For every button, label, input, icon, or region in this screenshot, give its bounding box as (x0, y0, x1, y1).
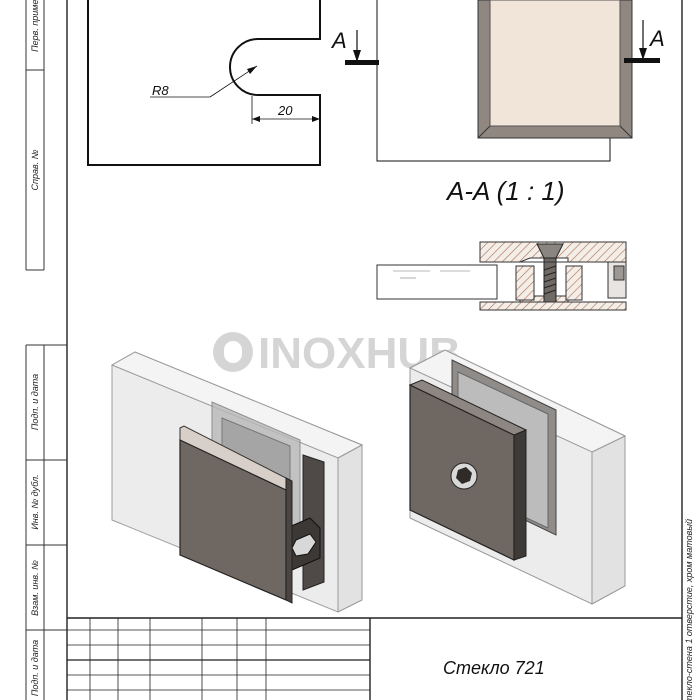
margin-label: Взам. инв. № (30, 560, 40, 616)
radius-label: R8 (152, 83, 169, 98)
margin-label: Перв. примен. (30, 0, 40, 52)
section-view (376, 241, 627, 311)
radius-leader: R8 (150, 65, 258, 98)
front-view: A A (330, 0, 665, 162)
margin-label: Справ. № (30, 149, 40, 190)
isometric-view-right (408, 349, 627, 605)
margin-label: Подп. и дата (30, 374, 40, 430)
margin-label: Инв. № дубл. (30, 474, 40, 529)
isometric-view-left (110, 351, 364, 613)
section-title: A-A (1 : 1) (445, 176, 565, 206)
cut-marker-right: A (648, 26, 665, 51)
stamp-text: Стекло 721 (443, 658, 545, 678)
title-block (67, 617, 682, 700)
side-note: (1) стекло-стена 1 отверстие, хром матов… (684, 519, 694, 700)
sheet-frame (25, 0, 683, 700)
margin-labels: Перв. примен. Справ. № Подп. и дата Инв.… (30, 0, 40, 696)
dimension-20: 20 (251, 96, 320, 124)
glass-notch-view (87, 0, 321, 166)
margin-label: Подп. и дата (30, 640, 40, 696)
cut-marker-left: A (330, 28, 347, 53)
dimension-label: 20 (277, 103, 293, 118)
